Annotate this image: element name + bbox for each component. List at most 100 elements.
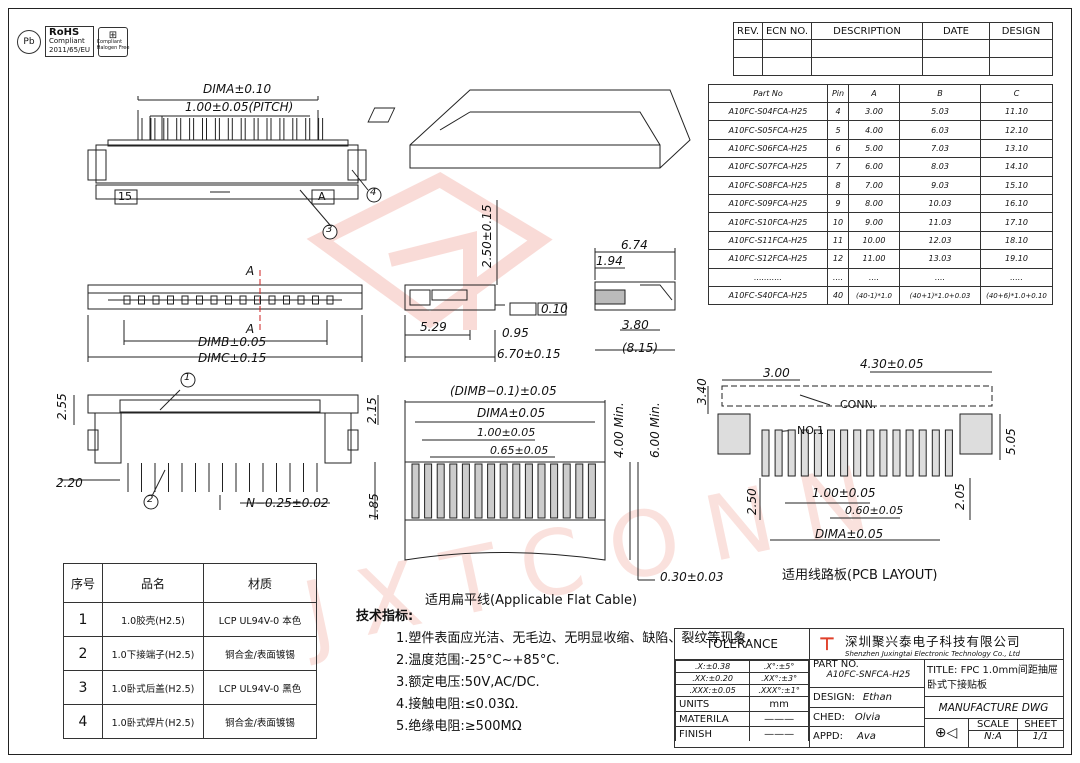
tech-spec-item: 1.塑件表面应光洁、无毛边、无明显收缩、缺陷、裂纹等现象. (396, 631, 751, 646)
rohs-badge: RoHS Compliant 2011/65/EU (45, 26, 94, 57)
ched-label: CHED: (813, 711, 845, 723)
pcb-conn-label: CONN. (840, 398, 877, 411)
pcb-pad (774, 429, 783, 477)
materials-header-row: 序号 品名 材质 (63, 563, 317, 603)
fpc-400: 4.00 Min. (612, 402, 626, 458)
fpc-finger (449, 463, 458, 519)
units-value: mm (749, 696, 809, 712)
pcb-layout (707, 371, 1001, 541)
logos: Pb RoHS Compliant 2011/65/EU ⊞Compliant … (17, 26, 129, 57)
dim-2-20: 2.20 (56, 476, 83, 490)
fpc-030: 0.30±0.03 (660, 570, 724, 584)
pcb-300: 3.00 (763, 366, 790, 380)
dim-6-74: 6.74 (621, 238, 648, 252)
pcb-340: 3.40 (695, 378, 709, 405)
callout-3-circle (322, 224, 338, 240)
pcb-pad (892, 429, 901, 477)
fpc-finger (562, 463, 571, 519)
pcb-pads (761, 429, 953, 477)
tol-xxx: .XXX:±0.05 (674, 684, 751, 697)
mid-pin (312, 295, 319, 305)
drawing-frame (8, 8, 1072, 755)
fpc-finger (436, 463, 445, 519)
appd-label: APPD: (813, 731, 843, 742)
materials-cell: 3 (63, 670, 103, 705)
pcb-pad (853, 429, 862, 477)
mid-pin (196, 295, 203, 305)
dim-2-55: 2.55 (55, 393, 69, 420)
tech-specs: 技术指标: 1.塑件表面应光洁、无毛边、无明显收缩、缺陷、裂纹等现象.2.温度范… (356, 606, 751, 738)
fpc-dima: DIMA±0.05 (477, 406, 546, 420)
pcb-label: 适用线路板(PCB LAYOUT) (782, 568, 938, 583)
revision-table: REV. ECN NO. DESCRIPTION DATE DESIGN (733, 22, 1053, 76)
pcb-505: 5.05 (1004, 428, 1018, 455)
sheet-value: 1/1 (1032, 731, 1049, 742)
company-name-cn: 深圳聚兴泰电子科技有限公司 (845, 633, 1021, 649)
dim-1-94: 1.94 (596, 254, 623, 268)
pcb-dima: DIMA±0.05 (815, 527, 884, 541)
fpc-finger (587, 463, 596, 519)
fpc-dimb: (DIMB−0.1)±0.05 (450, 384, 557, 398)
material-header: 材质 (203, 563, 317, 603)
pin-a-label: A (318, 190, 326, 203)
tol-ang-xxx: .XXX°:±1° (749, 684, 809, 697)
pcb-pad (866, 429, 875, 477)
fpc-finger (550, 463, 559, 519)
mid-pin (225, 295, 232, 305)
mid-pin (254, 295, 261, 305)
pb-free-icon: Pb (17, 29, 41, 54)
materials-cell: LCP UL94V-0 黑色 (203, 670, 317, 705)
fpc-finger (512, 463, 521, 519)
mid-pin (239, 295, 247, 305)
parts-cell: (40+6)*1.0+0.10 (980, 285, 1053, 306)
finish-value: ——— (749, 726, 809, 741)
fpc-label: 适用扁平线(Applicable Flat Cable) (425, 593, 638, 608)
title-line2: 卧式下接贴板 (927, 680, 987, 691)
pcb-pad (761, 429, 770, 477)
materials-cell: 1.0胶壳(H2.5) (102, 602, 204, 637)
appd-value: Ava (856, 731, 876, 742)
dim-6-70: 6.70±0.15 (497, 347, 561, 361)
halogen-free-icon: ⊞Compliant Halogen Free (97, 26, 129, 57)
fpc-finger (487, 463, 496, 519)
dim-2-15: 2.15 (365, 397, 379, 424)
part-no-value: A10FC-SNFCA-H25 (826, 670, 911, 680)
fpc-finger (424, 463, 433, 519)
scale-label: SCALE (969, 719, 1017, 731)
revision-row (733, 39, 1053, 58)
fpc-065: 0.65±0.05 (490, 444, 549, 457)
iso-view (367, 89, 691, 169)
callout-4-circle (366, 187, 382, 203)
callout-4: 4 (370, 187, 377, 198)
side-section-right (594, 248, 676, 351)
pb-free-text: Pb (23, 36, 35, 47)
pcb-pad (905, 429, 914, 477)
sheet-label: SHEET (1018, 719, 1063, 731)
dim-5-29: 5.29 (420, 320, 447, 334)
fpc-finger (537, 463, 546, 519)
pcb-pad (827, 429, 835, 477)
pcb-430: 4.30±0.05 (860, 357, 924, 371)
materials-cell: 铜合金/表面镀锡 (203, 704, 317, 739)
materials-cell: LCP UL94V-0 本色 (203, 602, 317, 637)
top-pins (137, 118, 324, 140)
tol-xx: .XX:±0.20 (674, 672, 751, 685)
tol-x: .X:±0.38 (674, 660, 751, 673)
pcb-pad (944, 429, 953, 477)
tolerance-label: TOLERANCE (675, 629, 809, 660)
pcb-pad (787, 429, 796, 477)
scale-value: N:A (984, 731, 1002, 742)
mid-pin (167, 295, 174, 305)
dim-dimc: DIMC±0.15 (198, 351, 267, 365)
mid-pin (138, 295, 145, 305)
pcb-pad (840, 429, 849, 477)
tolerance-table: .X:±0.38.X°:±5° .XX:±0.20.XX°:±3° .XXX:±… (674, 660, 809, 741)
pcb-250: 2.50 (745, 488, 759, 515)
